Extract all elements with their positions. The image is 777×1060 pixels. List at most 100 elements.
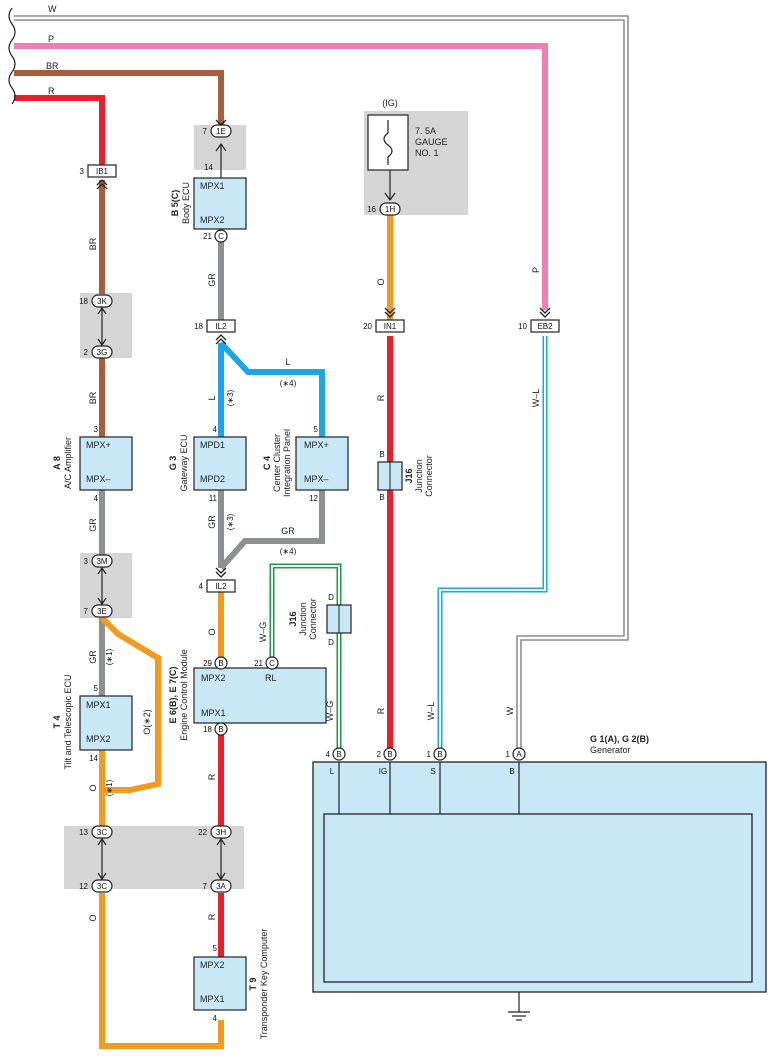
c4-box [295,436,349,491]
a8-box [79,436,133,491]
junction-label-j_3c_bot: 3C [97,882,107,891]
b5-pin-c [214,229,228,243]
junction-label-j_1h: 1H [385,205,395,214]
e6-box [193,667,327,724]
link-3k-3g-up-arrow [97,306,107,315]
fuse-ig: (IG) [382,98,398,108]
wire-label-wg-top: W–G [258,622,268,643]
t4-top: MPX1 [86,700,111,710]
wire-label-w: W [48,4,57,14]
wire-label-br-3g: BR [88,391,98,404]
fuse-line3: NO. 1 [415,148,439,158]
b5-pin-bottom: 21 [203,232,212,241]
wire-label-r-j16: R [376,707,386,714]
junction-label-j_1e: 1E [216,127,226,136]
fuse-icon [383,120,393,165]
connector-label-eb2: EB2 [537,322,553,331]
wire-w-inner [14,19,625,753]
link-3c-up-arrow [97,837,107,846]
link-3c-down-arrow [97,872,107,881]
wire-label-br-ib1: BR [88,237,98,250]
g3-bottom: MPD2 [200,474,225,484]
t9-bottom: MPX1 [200,994,225,1004]
b5-mpx1: MPX1 [200,181,225,191]
junction-label-j_3e: 3E [97,607,107,616]
wire-p [14,43,548,310]
generator-pin-num-3: 1 [506,750,511,759]
generator-pin-2-label: B [437,750,442,759]
note-1b: (∗1) [105,779,114,796]
connector-il2_top [206,319,236,333]
e6-pin-b-bottom-label: B [218,725,223,734]
link-3k-3g-down-arrow [97,338,107,347]
wire-o-bottom [99,893,224,1049]
g3-pin-bottom: 11 [209,494,218,503]
wire-label-gr-t4: GR [88,650,98,664]
wire-label-l-c4: L [285,357,290,367]
g3-name: Gateway ECU [179,434,189,491]
j16a-name2: Connector [424,455,434,497]
note-3a: (∗3) [226,389,235,406]
t9-pin-top: 5 [213,944,218,953]
j16a-b-bot: B [379,493,384,502]
junction-label-j_3c_top: 3C [97,828,107,837]
e6-pin-c-label: C [269,659,275,668]
junction-pin-j_1h: 16 [367,205,376,214]
junction-pin-j_3e: 7 [84,607,89,616]
e6-ref: E 6(B), E 7(C) [168,666,178,723]
note-4a: (∗4) [280,379,297,388]
link-3m-3e-down-arrow [97,597,107,606]
connector-label-in1: IN1 [384,322,397,331]
junction-label-j_3m: 3M [96,557,107,566]
t9-ref: T 9 [248,977,258,990]
link-3m-3e-up-arrow [97,566,107,575]
c4-pin-top: 5 [314,425,319,434]
junction-pin-j_3m: 3 [84,557,89,566]
e6-mpx1: MPX1 [201,708,226,718]
wire-label-r: R [48,86,55,96]
t4-name: Tilt and Telescopic ECU [63,674,73,769]
generator-pin-num-2: 1 [427,750,432,759]
wire-o-loop [99,615,161,793]
wire-label-r-3a: R [207,913,217,920]
e6-mpx2: MPX2 [201,673,226,683]
j16a-ref: J16 [404,468,414,483]
connector-pin-il2_bot: 4 [199,582,204,591]
note-1a: (∗1) [105,648,114,665]
a8-top: MPX+ [86,440,111,450]
wire-wg-core [271,565,340,748]
generator-pin-0-label: B [336,750,341,759]
g3-top: MPD1 [200,440,225,450]
connector-il2_bot [206,579,236,593]
g3-ref: G 3 [168,456,178,471]
t4-pin-bottom: 14 [89,754,98,763]
generator-pin-3-label: A [516,750,522,759]
wire-label-p-eb2: P [531,267,541,273]
c4-pin-bottom: 12 [309,494,318,503]
generator-term-1: IG [379,767,387,776]
connector-label-ib1: IB1 [96,167,109,176]
junction-j_1h [379,202,401,216]
g3-pin-top: 4 [213,425,218,434]
wire-label-p: P [48,34,54,44]
generator-ref: G 1(A), G 2(B) [590,734,649,744]
b5-pin-c-label: C [218,232,224,241]
generator-pin-3 [512,747,526,761]
junction-pin-j_1e: 7 [203,127,208,136]
c4-bottom: MPX– [304,474,329,484]
c4-top: MPX+ [304,440,329,450]
t9-box [193,956,247,1011]
junction-label-j_3g: 3G [97,348,108,357]
wire-br [14,70,224,128]
fuse-rating: 7. 5A [415,126,436,136]
junction-pin-j_3a: 7 [203,882,208,891]
wire-label-br: BR [46,61,59,71]
chevron-in1 [384,307,396,318]
note-3b: (∗3) [226,513,235,530]
junction-pin-j_3g: 2 [84,348,89,357]
wire-label-l-g3: L [207,395,217,400]
chevron-eb2 [539,307,551,318]
connector-label-il2_bot: IL2 [215,582,227,591]
fuse-arrow [384,192,396,202]
generator-pin-1 [383,747,397,761]
